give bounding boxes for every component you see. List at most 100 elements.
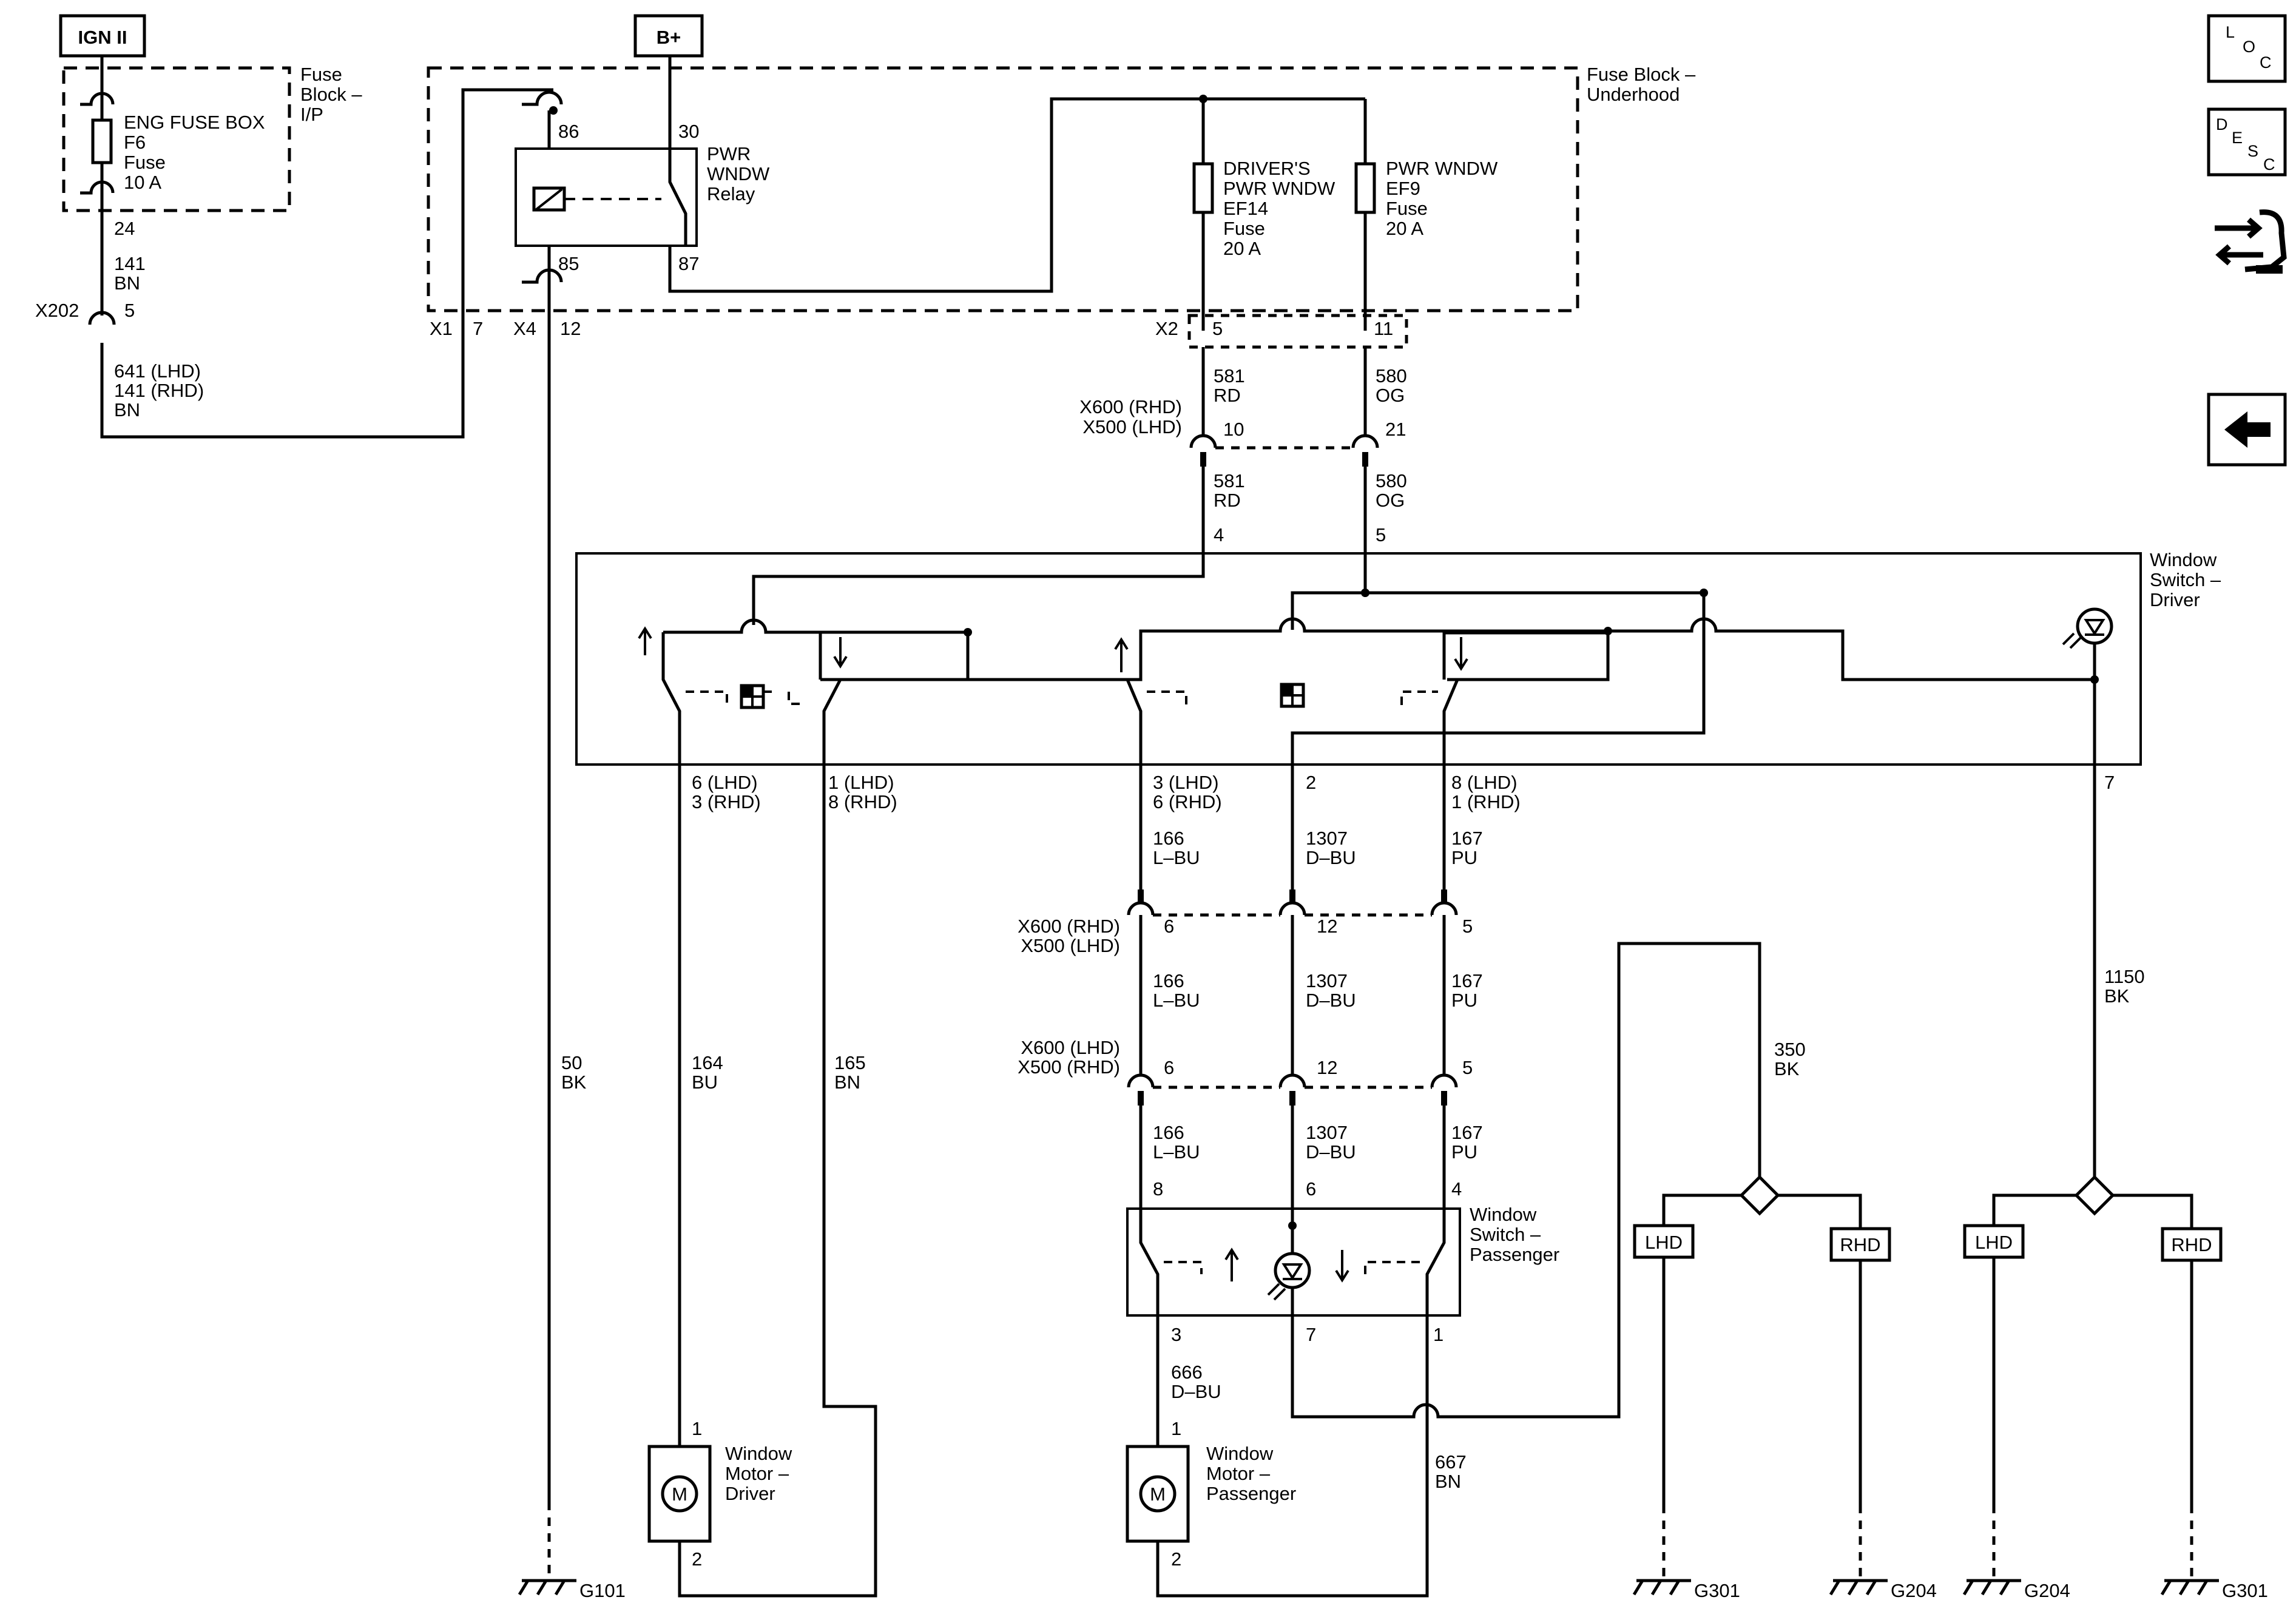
- location-button[interactable]: L O C: [2207, 14, 2287, 83]
- svg-text:OG: OG: [1376, 385, 1405, 406]
- svg-text:L–BU: L–BU: [1153, 847, 1200, 868]
- back-arrow-icon[interactable]: [2207, 393, 2287, 467]
- relay-label: PWR: [707, 143, 751, 164]
- svg-text:7: 7: [2104, 772, 2115, 793]
- svg-text:1 (RHD): 1 (RHD): [1451, 791, 1521, 812]
- svg-text:X600 (LHD): X600 (LHD): [1021, 1037, 1120, 1058]
- connector-wrench-icon[interactable]: [2215, 209, 2287, 274]
- wire-165-label: 165: [834, 1052, 866, 1073]
- pin-24: 24: [114, 218, 135, 239]
- svg-text:166: 166: [1153, 970, 1184, 991]
- svg-text:167: 167: [1451, 1122, 1483, 1143]
- svg-text:7: 7: [1306, 1324, 1316, 1345]
- connector-x1: X1: [430, 318, 453, 339]
- svg-text:8 (RHD): 8 (RHD): [828, 791, 897, 812]
- wire-667-label: 667: [1435, 1451, 1467, 1473]
- lhd-tag: LHD: [1645, 1232, 1683, 1253]
- fuse-block-ip-label: Fuse: [300, 64, 342, 85]
- svg-text:X500 (RHD): X500 (RHD): [1018, 1056, 1120, 1078]
- svg-text:BN: BN: [114, 272, 140, 294]
- svg-text:1: 1: [1433, 1324, 1443, 1345]
- svg-text:EF14: EF14: [1223, 198, 1268, 219]
- svg-text:BN: BN: [1435, 1471, 1461, 1492]
- svg-text:PU: PU: [1451, 1141, 1477, 1163]
- ground-g301-b: G301: [2160, 1579, 2268, 1601]
- ground-splice-350: 350 BK LHD RHD: [1633, 1039, 1891, 1578]
- svg-text:11: 11: [1374, 318, 1393, 339]
- svg-text:3 (LHD): 3 (LHD): [1153, 772, 1219, 793]
- svg-text:X500 (LHD): X500 (LHD): [1021, 935, 1120, 956]
- connector-x600-x500-b: X600 (RHD) X500 (LHD) 6 12 5: [1018, 890, 1473, 956]
- svg-text:3: 3: [1171, 1324, 1181, 1345]
- svg-text:G204: G204: [2024, 1580, 2070, 1601]
- svg-text:RHD: RHD: [2171, 1234, 2212, 1255]
- svg-text:WNDW: WNDW: [707, 163, 770, 184]
- svg-text:BU: BU: [692, 1072, 718, 1093]
- svg-text:LHD: LHD: [1975, 1232, 2013, 1253]
- svg-text:PWR WNDW: PWR WNDW: [1223, 178, 1335, 199]
- window-switch-driver: Window Switch – Driver: [575, 549, 2221, 766]
- svg-text:20 A: 20 A: [1386, 218, 1423, 239]
- svg-text:Fuse: Fuse: [124, 152, 166, 173]
- svg-text:1: 1: [692, 1418, 702, 1439]
- wire-167-label: 167: [1451, 828, 1483, 849]
- svg-text:BK: BK: [1774, 1058, 1800, 1079]
- description-button[interactable]: D E S C: [2207, 107, 2287, 177]
- svg-text:2: 2: [692, 1548, 702, 1570]
- wire-166-label: 166: [1153, 828, 1184, 849]
- svg-text:87: 87: [678, 253, 699, 274]
- fuse-block-underhood-label: Fuse Block –: [1587, 64, 1696, 85]
- svg-text:2: 2: [1306, 772, 1316, 793]
- svg-text:6 (LHD): 6 (LHD): [692, 772, 758, 793]
- wire-141-label: 141: [114, 253, 146, 274]
- svg-text:6: 6: [1306, 1178, 1316, 1200]
- svg-text:4: 4: [1451, 1178, 1462, 1200]
- svg-text:12: 12: [560, 318, 581, 339]
- svg-text:F6: F6: [124, 132, 146, 153]
- svg-text:8: 8: [1153, 1178, 1163, 1200]
- ground-g204-b: G204: [1962, 1579, 2070, 1601]
- connector-x600-x500-c: X600 (LHD) X500 (RHD) 6 12 5: [1018, 1037, 1473, 1106]
- svg-text:Underhood: Underhood: [1587, 84, 1680, 105]
- svg-text:10: 10: [1223, 419, 1244, 440]
- svg-text:G301: G301: [2222, 1580, 2268, 1601]
- wire-641-label: 641 (LHD): [114, 360, 201, 382]
- svg-text:6 (RHD): 6 (RHD): [1153, 791, 1222, 812]
- svg-text:G204: G204: [1891, 1580, 1937, 1601]
- wire-50-label: 50: [561, 1052, 582, 1073]
- svg-text:166: 166: [1153, 1122, 1184, 1143]
- wire-1150-label: 1150: [2104, 966, 2145, 987]
- svg-text:D: D: [2216, 115, 2228, 133]
- svg-text:1307: 1307: [1306, 970, 1348, 991]
- svg-text:OG: OG: [1376, 490, 1405, 511]
- svg-text:PU: PU: [1451, 990, 1477, 1011]
- connector-x600-x500-a: X600 (RHD) X500 (LHD) 10 21: [1079, 396, 1406, 467]
- wire-581-label: 581: [1214, 365, 1245, 387]
- ef14-label: DRIVER'S: [1223, 158, 1311, 179]
- wire-164-label: 164: [692, 1052, 723, 1073]
- svg-text:Switch –: Switch –: [1470, 1224, 1541, 1245]
- ign-label: IGN II: [78, 27, 127, 48]
- pwr-wndw-relay: PWR WNDW Relay 86 30 85 87: [515, 121, 770, 274]
- svg-text:Driver: Driver: [725, 1483, 775, 1504]
- svg-text:PU: PU: [1451, 847, 1477, 868]
- svg-text:21: 21: [1385, 419, 1406, 440]
- svg-text:E: E: [2232, 129, 2243, 147]
- svg-text:Relay: Relay: [707, 183, 755, 204]
- wire-666-label: 666: [1171, 1362, 1203, 1383]
- rhd-tag: RHD: [1840, 1234, 1880, 1255]
- svg-text:30: 30: [678, 121, 699, 142]
- svg-text:G101: G101: [579, 1580, 626, 1601]
- svg-text:2: 2: [1171, 1548, 1181, 1570]
- svg-text:I/P: I/P: [300, 104, 323, 125]
- fuse-ef14: DRIVER'S PWR WNDW EF14 Fuse 20 A: [1192, 99, 1335, 331]
- connector-x4: X4: [513, 318, 536, 339]
- svg-text:86: 86: [558, 121, 579, 142]
- svg-text:X202: X202: [35, 300, 79, 321]
- svg-text:Passenger: Passenger: [1470, 1244, 1559, 1265]
- svg-text:4: 4: [1214, 524, 1224, 545]
- svg-text:8 (LHD): 8 (LHD): [1451, 772, 1518, 793]
- svg-text:Block –: Block –: [300, 84, 362, 105]
- svg-text:BN: BN: [834, 1072, 860, 1093]
